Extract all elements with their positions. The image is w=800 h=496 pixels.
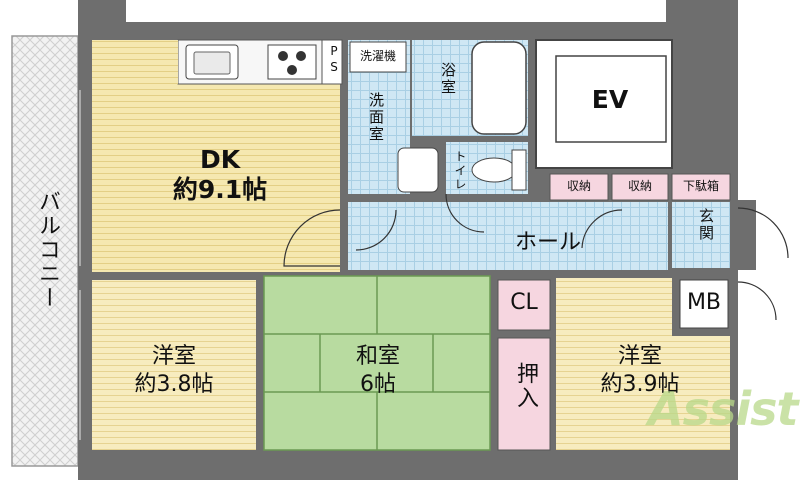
storage-1-label: 収納 (566, 179, 591, 193)
balcony-label: バルコニー (35, 190, 60, 310)
western-left-size-label: 約3.8帖 (134, 372, 214, 397)
hall-label: ホール (514, 230, 581, 255)
toilet-label: トイレ (453, 150, 467, 192)
entrance-label: 玄関 (697, 208, 715, 242)
washer-box (349, 41, 407, 73)
bath-label: 浴室 (439, 62, 457, 96)
western-left-label: 洋室 (151, 344, 196, 369)
dk-label: DK (199, 145, 241, 174)
closet (497, 279, 551, 331)
entrance-floor (672, 202, 730, 268)
western-right-floor (556, 278, 672, 450)
western-right-size-label: 約3.9帖 (600, 372, 680, 397)
closet-label: CL (510, 290, 538, 315)
dk-floor (92, 84, 340, 272)
balcony (11, 35, 79, 467)
western-left-floor (92, 280, 256, 450)
washer-label: 洗濯機 (359, 49, 396, 63)
storage-1 (549, 173, 609, 201)
shoe-box-label: 下駄箱 (682, 179, 719, 193)
toilet-icon (471, 157, 517, 183)
shoe-box (671, 173, 731, 201)
oshiire (497, 337, 551, 451)
tatami-label: 和室 (355, 344, 400, 369)
oshiire-label: 押入 (513, 362, 538, 410)
watermark-logo: Assist (648, 382, 798, 436)
storage-2 (611, 173, 669, 201)
dk-size-label: 約9.1帖 (172, 175, 268, 204)
mb-label: MB (686, 290, 722, 315)
tatami-size-label: 6帖 (360, 372, 396, 397)
ev-label: EV (591, 85, 629, 114)
washroom-label: 洗面室 (367, 92, 385, 143)
western-right-label: 洋室 (617, 344, 662, 369)
hall-floor (348, 202, 668, 270)
storage-2-label: 収納 (627, 179, 652, 193)
bathtub-icon (471, 41, 527, 135)
ps-label: PS (327, 44, 341, 76)
mb-box (679, 279, 729, 329)
ps-box (321, 39, 343, 85)
washbasin-icon (397, 147, 439, 193)
